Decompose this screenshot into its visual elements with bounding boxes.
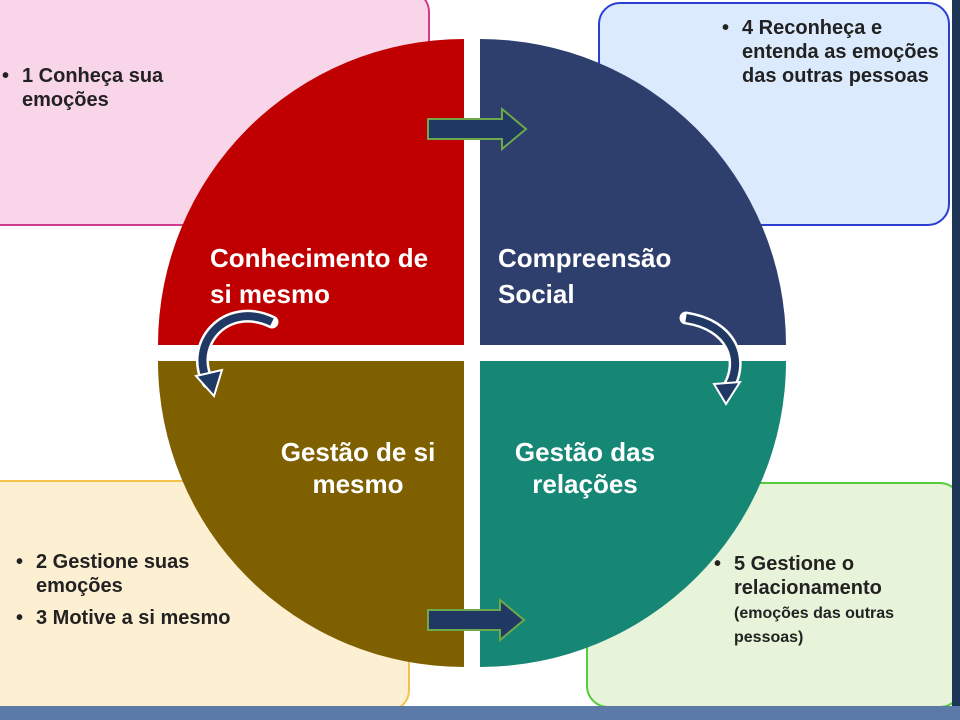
arrow-right-icon	[427, 597, 526, 643]
list-item: 5 Gestione o relacionamento (emoções das…	[712, 552, 960, 648]
item-note: (emoções das outras pessoas)	[734, 605, 895, 646]
list-item: 1 Conheça sua emoções	[0, 64, 240, 112]
quadrant-label-social-awareness: Compreensão Social	[498, 243, 672, 309]
quadrant-label-relationship-management: Gestão das relações	[514, 437, 656, 499]
list-item: 3 Motive a si mesmo	[14, 606, 254, 630]
quadrant-relationship-management	[480, 361, 786, 667]
list-item: 2 Gestione suas emoções	[14, 550, 254, 598]
slide-edge-bar	[952, 0, 960, 706]
box-bottom-left-text: 2 Gestione suas emoções 3 Motive a si me…	[14, 550, 254, 638]
slide-bottom-bar	[0, 706, 960, 720]
arrow-right-icon	[427, 106, 528, 152]
list-item: 4 Reconheça e entenda as emoções das out…	[720, 16, 950, 88]
curved-arrow-icon	[679, 311, 742, 406]
box-top-right-text: 4 Reconheça e entenda as emoções das out…	[720, 16, 950, 96]
box-bottom-right-text: 5 Gestione o relacionamento (emoções das…	[712, 552, 960, 656]
curved-arrow-icon	[194, 309, 279, 398]
box-top-left-text: 1 Conheça sua emoções	[0, 64, 240, 120]
quadrant-label-self-management: Gestão de si mesmo	[280, 437, 436, 499]
quadrant-social-awareness	[480, 39, 786, 345]
quadrant-self-awareness	[158, 39, 464, 345]
quadrant-label-self-awareness: Conhecimento de si mesmo	[210, 243, 429, 309]
quadrant-self-management	[158, 361, 464, 667]
item-main: 5 Gestione o relacionamento	[734, 553, 882, 599]
